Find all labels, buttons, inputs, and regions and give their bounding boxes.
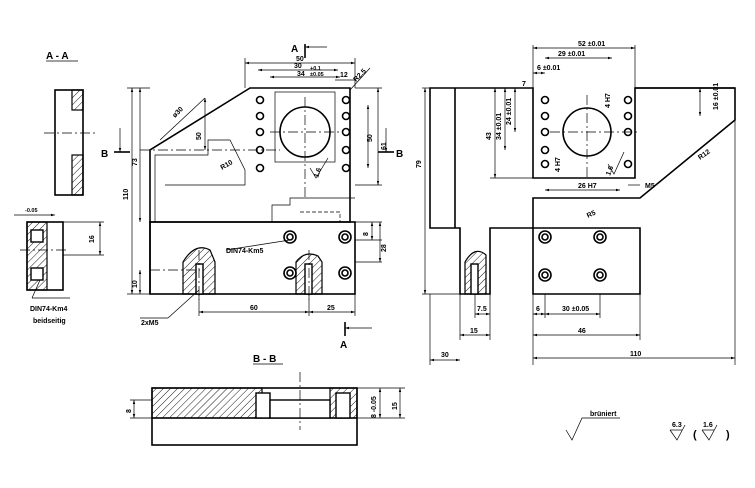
surface-note: brüniert — [590, 411, 617, 418]
bb-dim-8-tol: 8 -0.05 — [371, 396, 378, 418]
side-dim-r5: R5 — [586, 210, 597, 220]
front-dim-phi30: ø30 — [171, 106, 185, 120]
front-dim-61: 61 — [381, 142, 388, 150]
front-dim-r10: R10 — [220, 159, 235, 172]
front-dim-8: 8 — [363, 232, 370, 236]
side-dim-30: 30 — [441, 352, 449, 359]
side-dim-43: 43 — [486, 132, 493, 140]
aa-dim-005: -0.05 — [25, 208, 38, 214]
front-holes-left — [255, 95, 265, 173]
side-dim-52: 52 ±0.01 — [578, 41, 605, 48]
front-dim-28: 28 — [381, 244, 388, 252]
front-dim-12: 12 — [340, 72, 348, 79]
side-dim-r12: R12 — [697, 148, 712, 161]
front-dim-60: 60 — [250, 305, 258, 312]
surface-finish-63: 6.3 — [672, 422, 682, 429]
front-m5-note: 2xM5 — [141, 320, 159, 327]
side-dim-m5: M5 — [645, 183, 655, 190]
section-aa-title: A - A — [46, 51, 69, 62]
side-surface-16: 1.6 — [605, 165, 615, 177]
front-din-note: DIN74-Km5 — [226, 248, 263, 255]
side-dim-46: 46 — [578, 328, 586, 335]
surface-finish-16: 1.6 — [703, 422, 713, 429]
surface-finish-block: brüniert 6.3 ( 1.6 ) — [565, 411, 730, 441]
side-dim-29: 29 ±0.01 — [558, 51, 585, 58]
front-dim-10: 10 — [132, 280, 139, 288]
front-dim-34-tol-hi: +0.1 — [310, 66, 321, 72]
paren-open: ( — [693, 429, 697, 441]
front-holes-right — [341, 95, 351, 173]
side-dim-24: 24 ±0.01 — [506, 98, 513, 125]
side-dim-110: 110 — [630, 351, 641, 358]
side-dim-34: 34 ±0.01 — [496, 113, 503, 140]
side-dim-26: 26 H7 — [578, 183, 597, 190]
side-dim-7: 7 — [522, 81, 526, 88]
side-dim-4h7-top: 4 H7 — [605, 93, 612, 108]
aa-dim-16: 16 — [89, 235, 96, 243]
aa-din-note: DIN74-Km4 — [30, 306, 67, 313]
front-dim-110: 110 — [123, 189, 130, 200]
cut-marker-b-right: B — [396, 149, 403, 160]
aa-both-note: beidseitig — [33, 318, 66, 325]
front-dim-50-vertical: 50 — [196, 132, 203, 140]
front-dim-50-right: 50 — [367, 134, 374, 142]
cut-marker-a-bottom: A — [340, 340, 347, 351]
front-dim-34-tol-lo: ±0.05 — [310, 72, 324, 78]
side-dim-15: 15 — [470, 328, 478, 335]
front-dim-30: 30 — [294, 63, 302, 70]
section-bb-view: B - B 8 8 -0.05 15 — [126, 354, 405, 446]
side-dim-16: 16 ±0.01 — [713, 83, 720, 110]
side-dim-7-5: 7.5 — [477, 306, 487, 313]
cut-marker-b-left: B — [101, 149, 108, 160]
front-dim-73: 73 — [132, 158, 139, 166]
side-dim-30-tol: 30 ±0.05 — [562, 306, 589, 313]
bb-dim-8: 8 — [126, 409, 133, 413]
side-dim-6: 6 ±0.01 — [537, 65, 560, 72]
front-dim-25: 25 — [327, 305, 335, 312]
side-dim-4h7-bottom: 4 H7 — [555, 157, 562, 172]
cut-marker-a-top: A — [291, 44, 298, 55]
side-view: 52 ±0.01 29 ±0.01 6 ±0.01 7 4 H7 16 ±0.0… — [416, 41, 736, 365]
side-dim-79: 79 — [416, 160, 423, 168]
front-dim-34: 34 — [297, 71, 305, 78]
section-aa-view: A - A 16 -0.05 DIN74-Km4 beidseitig — [14, 51, 104, 325]
front-dim-50: 50 — [296, 56, 304, 63]
front-view: A A B B 50 30 34 +0.1 ±0.05 12 R2.5 110 … — [101, 44, 403, 351]
section-bb-title: B - B — [253, 354, 276, 365]
side-dim-6-bottom: 6 — [536, 306, 540, 313]
paren-close: ) — [726, 429, 730, 441]
bb-dim-15: 15 — [392, 402, 399, 410]
front-surface-16: 1.6 — [313, 167, 323, 179]
